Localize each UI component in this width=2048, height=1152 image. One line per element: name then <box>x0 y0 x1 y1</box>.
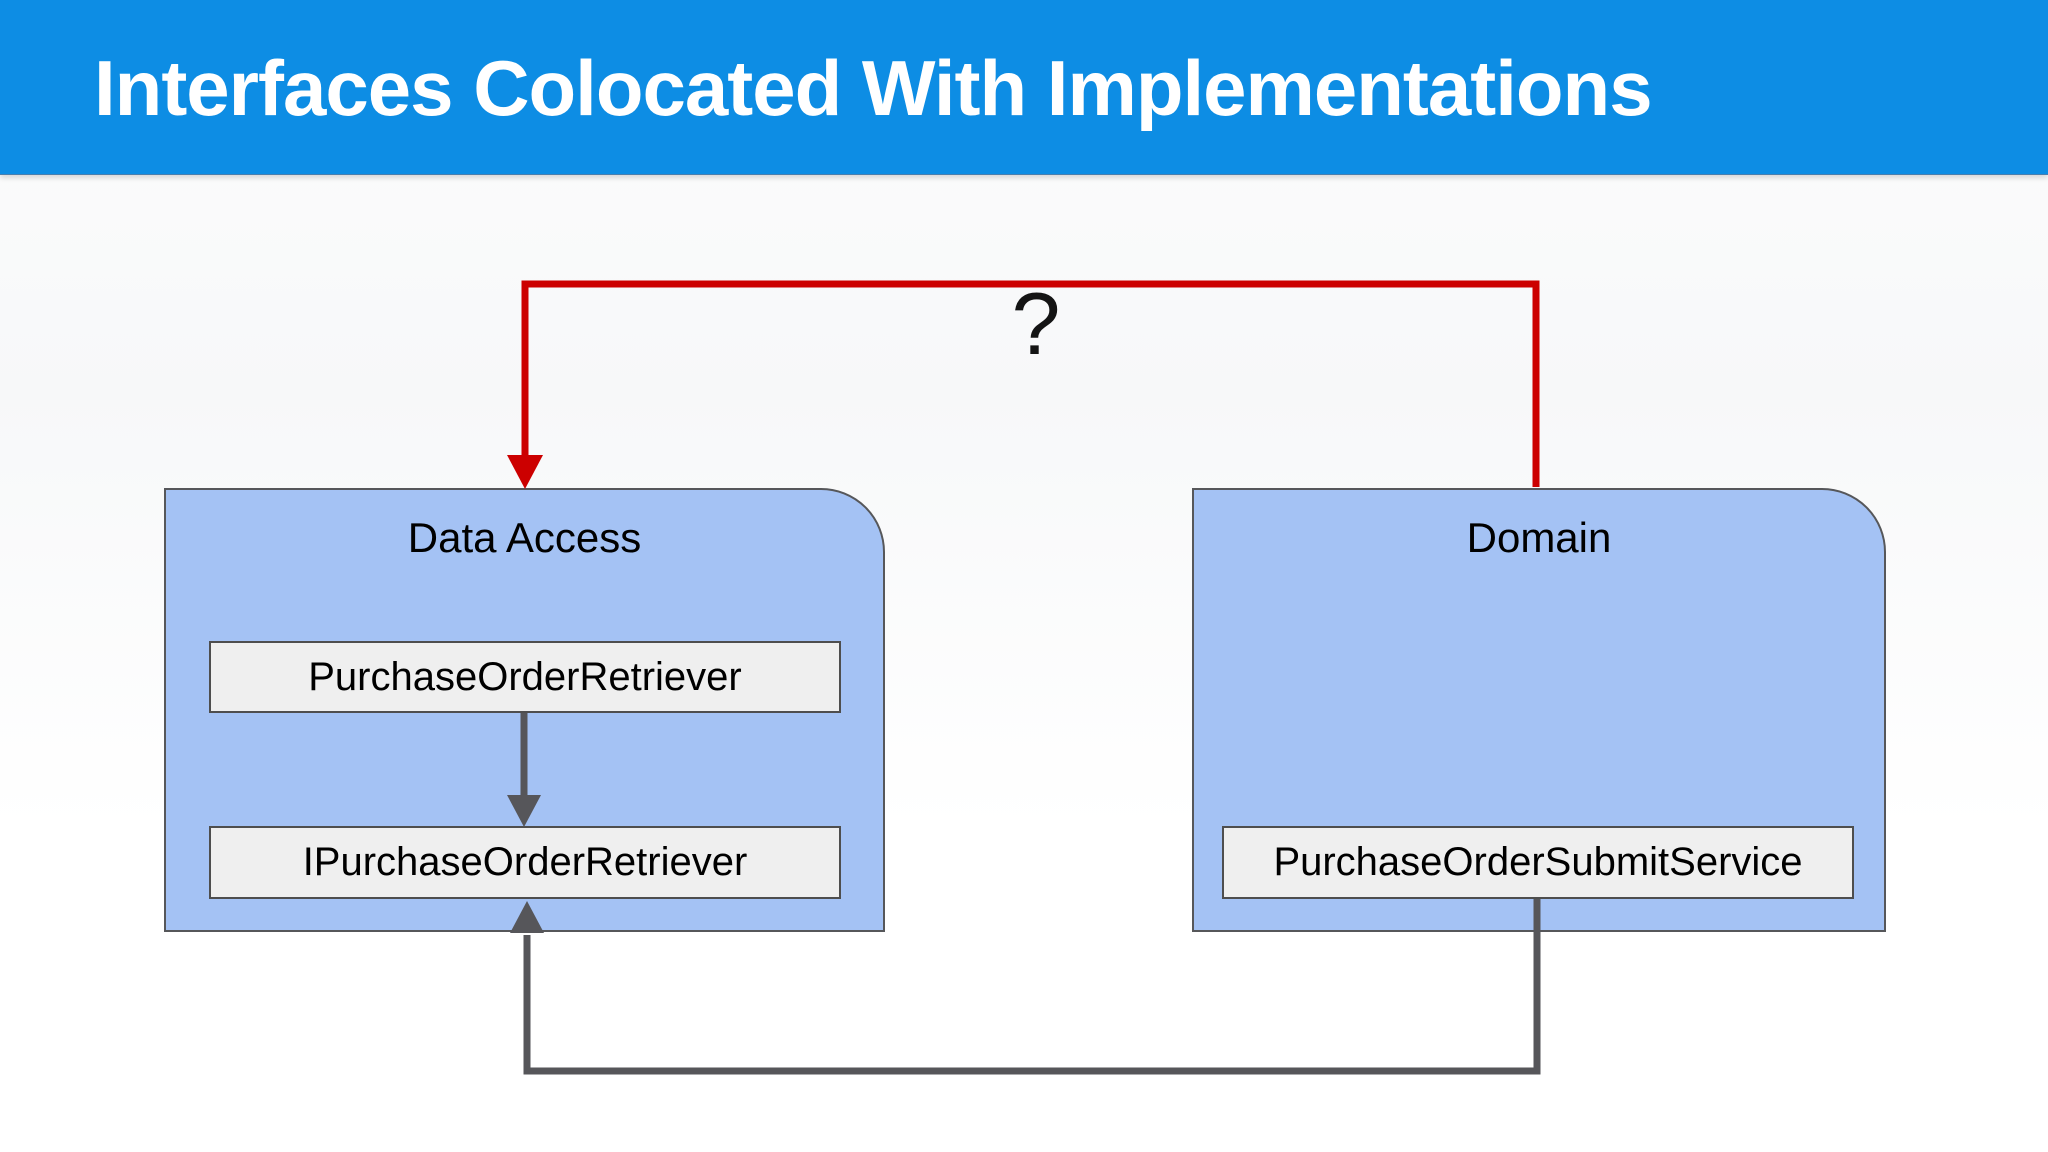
slide-title-bar: Interfaces Colocated With Implementation… <box>0 0 2048 175</box>
class-box-purchase-order-submit-service: PurchaseOrderSubmitService <box>1222 826 1854 899</box>
class-box-purchase-order-retriever: PurchaseOrderRetriever <box>209 641 841 713</box>
slide-title: Interfaces Colocated With Implementation… <box>94 44 1653 132</box>
package-domain-title: Domain <box>1466 514 1612 561</box>
red-dependency-arrowhead <box>507 455 543 489</box>
package-data-access-title: Data Access <box>407 514 642 561</box>
question-mark-label: ? <box>1011 274 1061 373</box>
class-box-ipurchase-order-retriever: IPurchaseOrderRetriever <box>209 826 841 899</box>
